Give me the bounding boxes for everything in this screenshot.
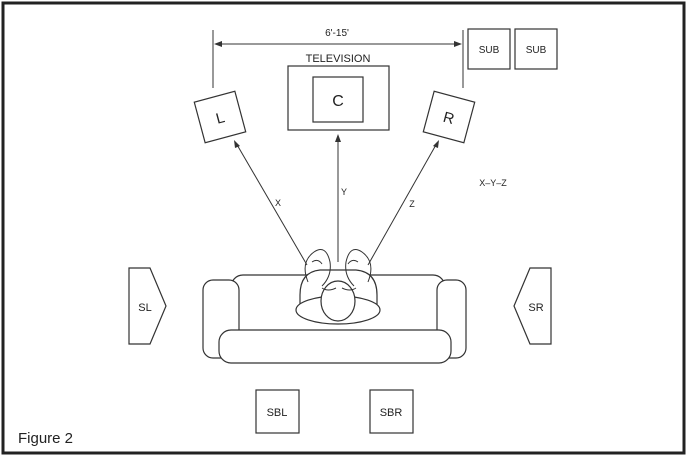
arrow-x: X xyxy=(234,140,308,266)
arrow-z: Z xyxy=(367,140,439,266)
center-speaker xyxy=(312,76,364,123)
television: TELEVISION C xyxy=(287,53,390,131)
distance-dimension: 6'-15' xyxy=(212,28,464,88)
subwoofer-2: SUB xyxy=(514,28,558,70)
listener xyxy=(295,249,381,325)
surround-left-label: SL xyxy=(138,302,151,314)
surround-back-left-speaker: SBL xyxy=(255,389,300,434)
subwoofer-1: SUB xyxy=(467,28,511,70)
right-speaker-label: R xyxy=(441,109,456,128)
arrow-y-label: Y xyxy=(341,187,347,197)
surround-back-right-label: SBR xyxy=(380,407,403,419)
surround-right-label: SR xyxy=(528,302,543,314)
distance-formula-label: X–Y–Z xyxy=(479,178,507,188)
arrow-x-label: X xyxy=(275,198,281,208)
center-speaker-label: C xyxy=(332,93,344,110)
figure-caption: Figure 2 xyxy=(18,430,73,447)
surround-right-speaker: SR xyxy=(513,267,552,345)
left-speaker: L xyxy=(193,90,247,144)
distance-label: 6'-15' xyxy=(325,28,349,39)
surround-back-left-label: SBL xyxy=(267,407,288,419)
surround-left-speaker: SL xyxy=(128,267,167,345)
arrow-y: Y xyxy=(335,134,347,262)
surround-back-right-speaker: SBR xyxy=(369,389,414,434)
right-speaker: R xyxy=(422,90,476,144)
arrow-z-label: Z xyxy=(409,199,415,209)
television-label: TELEVISION xyxy=(306,53,371,65)
subwoofer-2-label: SUB xyxy=(526,45,547,56)
subwoofer-1-label: SUB xyxy=(479,45,500,56)
